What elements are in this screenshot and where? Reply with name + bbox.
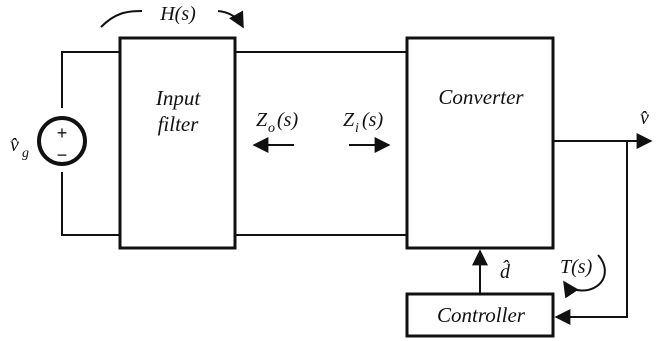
v-hat-label: v̂ [640, 107, 649, 129]
voltage-source [37, 116, 87, 166]
wire-feedback [554, 141, 628, 325]
converter-block [405, 36, 555, 250]
vg-subscript: g [22, 146, 29, 161]
d-hat-label: d̂ [500, 259, 511, 283]
input-filter-label-line1: Input [155, 86, 201, 110]
zo-subscript: o [268, 121, 275, 136]
wire-source-top [61, 51, 120, 108]
wire-source-bottom [61, 172, 120, 236]
zo-argument: (s) [277, 109, 298, 131]
controller-label: Controller [437, 303, 526, 327]
h-of-s-label: H(s) [159, 3, 196, 25]
t-of-s-arrow [563, 254, 606, 299]
zi-subscript: i [355, 121, 359, 136]
source-plus-sign: + [57, 123, 68, 143]
zi-label: Z [343, 109, 355, 131]
vg-label: v̂ [10, 134, 19, 156]
source-minus-sign: − [57, 145, 68, 165]
t-of-s-label: T(s) [560, 256, 593, 278]
zo-label: Z [256, 109, 268, 131]
converter-label: Converter [438, 85, 524, 109]
zi-argument: (s) [362, 109, 383, 131]
input-filter-label-line2: filter [158, 112, 200, 136]
h-of-s-arrow [100, 10, 243, 27]
input-filter-block [118, 36, 237, 250]
